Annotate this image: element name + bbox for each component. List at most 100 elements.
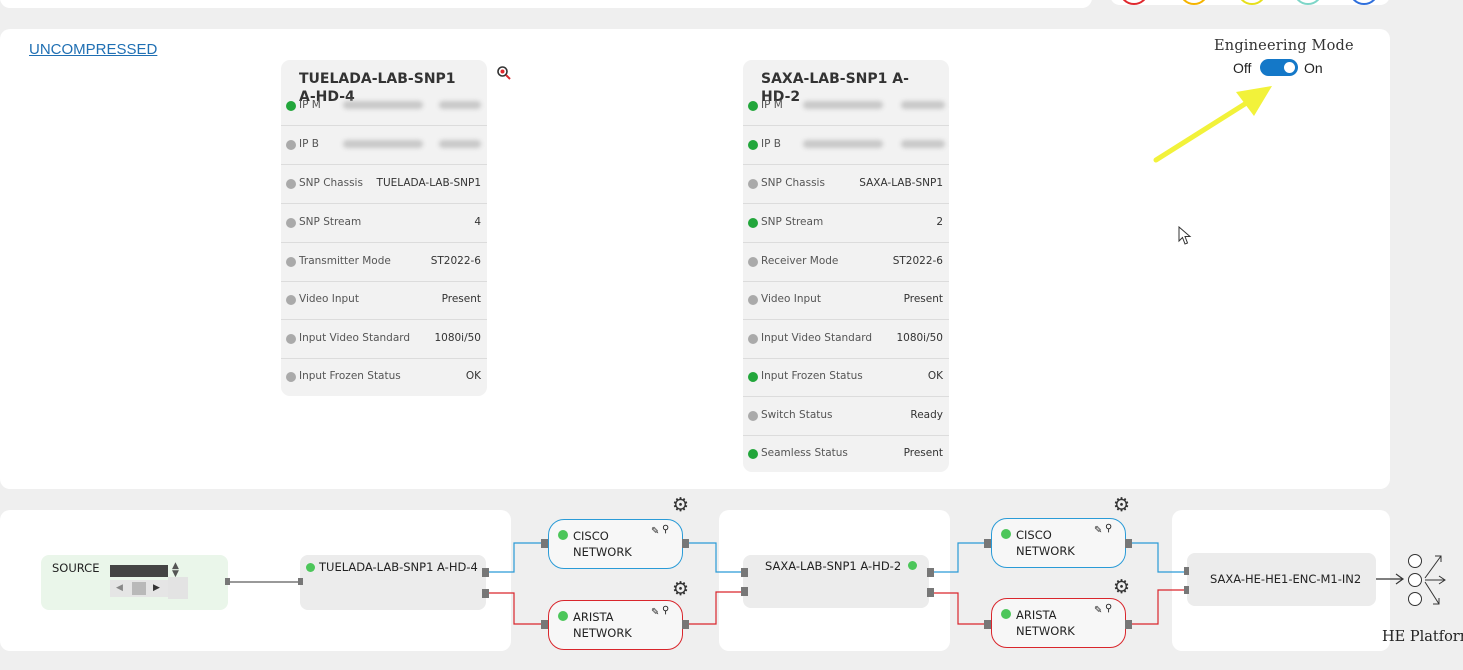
tx-node[interactable]: TUELADA-LAB-SNP1 A-HD-4: [300, 555, 486, 610]
scroll-thumb[interactable]: [132, 582, 146, 595]
cisco-1-in-port: [541, 539, 548, 548]
row-label: Input Video Standard: [761, 332, 873, 344]
row-label: Receiver Mode: [761, 255, 839, 267]
search-icon[interactable]: ⚲: [662, 524, 670, 535]
row-label: Transmitter Mode: [299, 255, 391, 267]
row-value: OK: [465, 370, 481, 382]
arista-to-rx-line: [689, 591, 743, 625]
search-icon[interactable]: ⚲: [1105, 603, 1113, 614]
row-label: Input Video Standard: [299, 332, 411, 344]
status-dot: [748, 449, 758, 459]
row-label: IP M: [299, 99, 321, 111]
row-label: Video Input: [299, 293, 359, 305]
encoder-node[interactable]: SAXA-HE-HE1-ENC-M1-IN2: [1187, 553, 1376, 606]
row-value: 2: [936, 216, 943, 228]
row-label: Seamless Status: [761, 447, 848, 459]
transmitter-card: TUELADA-LAB-SNP1 A-HD-4 IP M IP B SNP Ch…: [281, 60, 487, 396]
status-circle-yellow: [1240, 0, 1264, 5]
uncompressed-link[interactable]: UNCOMPRESSED: [29, 41, 158, 58]
tx-node-label: TUELADA-LAB-SNP1 A-HD-4: [319, 560, 478, 574]
status-dot: [286, 334, 296, 344]
status-dot: [286, 101, 296, 111]
status-dot: [286, 140, 296, 150]
arista-2-out-port: [1125, 620, 1132, 629]
right-arrow-icon[interactable]: ▶: [153, 583, 160, 593]
rx-node-status-dot: [908, 561, 917, 570]
row-value: TUELADA-LAB-SNP1: [376, 177, 481, 189]
row-label: Input Frozen Status: [761, 370, 863, 382]
zoom-icon[interactable]: [496, 65, 512, 81]
settings-gear-icon[interactable]: ⚙: [672, 578, 690, 600]
platform-icon[interactable]: [1405, 551, 1463, 609]
settings-gear-icon[interactable]: ⚙: [1113, 494, 1131, 516]
top-panel: [0, 0, 1092, 8]
arista-1-in-port: [541, 620, 548, 629]
redacted-value: [901, 101, 945, 109]
rx-to-arista-line: [930, 592, 985, 625]
row-label: Switch Status: [761, 409, 833, 421]
tx-node-status-dot: [306, 563, 315, 572]
source-node[interactable]: SOURCE ▲▼ ◀ ▶: [41, 555, 228, 610]
rx-row-snp-stream: SNP Stream 2: [743, 204, 949, 243]
settings-gear-icon[interactable]: ⚙: [672, 494, 690, 516]
status-dot: [286, 218, 296, 228]
row-label: IP M: [761, 99, 783, 111]
settings-gear-icon[interactable]: ⚙: [1113, 576, 1131, 598]
edit-icon[interactable]: ✎: [651, 526, 660, 537]
source-select[interactable]: [110, 565, 168, 577]
tx-in-port: [298, 578, 303, 585]
edit-icon[interactable]: ✎: [651, 607, 660, 618]
tx-row-transmitter-mode: Transmitter Mode ST2022-6: [281, 243, 487, 282]
tx-to-arista-line: [486, 592, 541, 625]
row-value: ST2022-6: [430, 255, 481, 267]
row-value: ST2022-6: [892, 255, 943, 267]
status-circles: [1122, 0, 1376, 5]
status-dot: [286, 179, 296, 189]
rx-node[interactable]: SAXA-LAB-SNP1 A-HD-2: [743, 555, 929, 608]
search-icon[interactable]: ⚲: [662, 605, 670, 616]
left-arrow-icon[interactable]: ◀: [116, 583, 123, 593]
row-label: SNP Chassis: [299, 177, 363, 189]
cisco-to-encoder-line: [1132, 542, 1187, 573]
rx-row-switch-status: Switch Status Ready: [743, 397, 949, 436]
rx-node-label: SAXA-LAB-SNP1 A-HD-2: [765, 559, 902, 573]
status-dot: [748, 334, 758, 344]
rx-to-cisco-line: [930, 542, 985, 573]
rx-row-video-input: Video Input Present: [743, 281, 949, 320]
status-dot: [748, 218, 758, 228]
status-circle-teal: [1296, 0, 1320, 5]
receiver-card-title: SAXA-LAB-SNP1 A-HD-2: [761, 71, 909, 105]
rx-row-input-video-standard: Input Video Standard 1080i/50: [743, 320, 949, 359]
source-scroll-corner: [168, 577, 188, 599]
edit-icon[interactable]: ✎: [1094, 605, 1103, 616]
search-icon[interactable]: ⚲: [1105, 523, 1113, 534]
engineering-mode-title: Engineering Mode: [1214, 38, 1354, 54]
up-down-arrow-icon[interactable]: ▲▼: [172, 561, 179, 579]
rx-in-port-b: [741, 587, 748, 596]
row-value: Present: [441, 293, 481, 305]
engineering-mode-toggle[interactable]: [1260, 59, 1298, 76]
network-status-dot: [1001, 529, 1011, 539]
status-dot: [748, 179, 758, 189]
edit-icon[interactable]: ✎: [1094, 525, 1103, 536]
source-scroll[interactable]: ◀ ▶: [110, 580, 168, 597]
row-label: SNP Chassis: [761, 177, 825, 189]
tx-row-ip-b: IP B: [281, 126, 487, 165]
row-label: SNP Stream: [299, 216, 362, 228]
encoder-out-arrow: [1376, 573, 1405, 585]
engineering-mode-off-label: Off: [1233, 60, 1252, 76]
network-status-dot: [1001, 609, 1011, 619]
row-value: 1080i/50: [434, 332, 481, 344]
engineering-mode-on-label: On: [1304, 60, 1323, 76]
status-dot: [748, 140, 758, 150]
redacted-value: [803, 101, 883, 109]
rx-row-input-frozen-status: Input Frozen Status OK: [743, 358, 949, 397]
row-value: SAXA-LAB-SNP1: [859, 177, 943, 189]
rx-out-port-a: [927, 568, 934, 577]
encoder-in-port-a: [1184, 567, 1189, 575]
